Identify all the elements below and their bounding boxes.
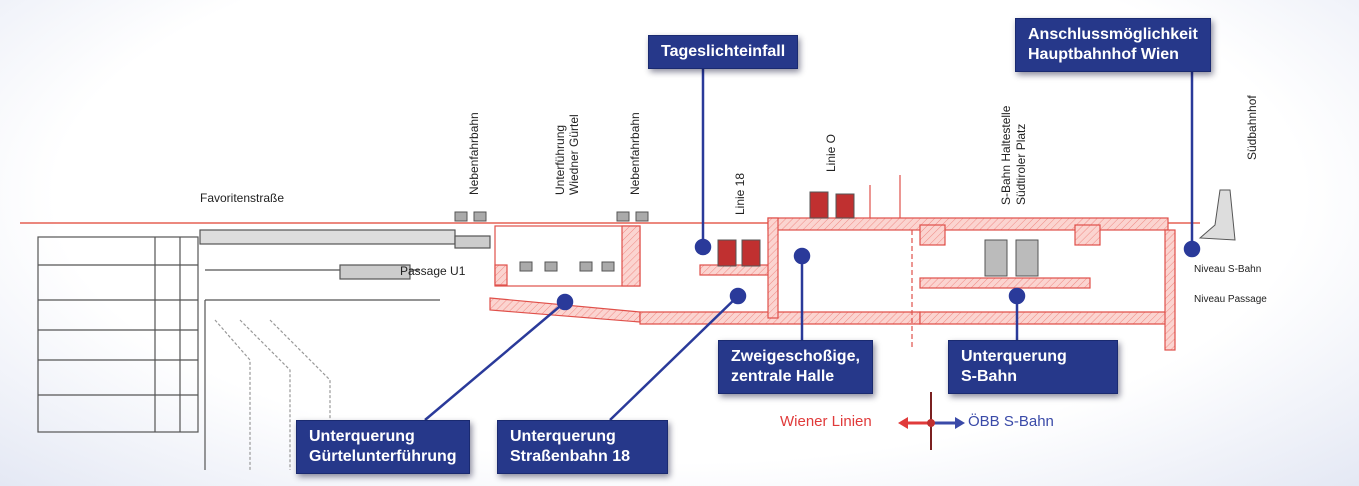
callout-text: S-Bahn [961,368,1017,385]
callout-text: Gürtelunterführung [309,448,457,465]
callout-text: Anschlussmöglichkeit [1028,26,1198,43]
label-niveau-sbahn: Niveau S-Bahn [1194,264,1261,275]
u1-station-structure [37,229,491,470]
callout-zentrale-halle: Zweigeschoßige, zentrale Halle [718,340,873,394]
callout-text: zentrale Halle [731,368,835,385]
label-niveau-passage: Niveau Passage [1194,294,1267,305]
suedbahnhof-wall [1198,189,1236,241]
label-sbahn-haltestelle-1: S-Bahn Haltestelle [999,105,1013,205]
label-linie-o: Linie O [824,134,838,172]
label-unterfuehrung-2: Wiedner Gürtel [567,114,581,195]
label-suedbahnhof: Südbahnhof [1245,95,1259,160]
label-unterfuehrung-1: Unterführung [553,125,567,195]
label-favoritenstrasse: Favoritenstraße [200,191,284,205]
callout-text: Straßenbahn 18 [510,448,631,465]
callout-text: Unterquerung [961,348,1067,365]
callout-text: Hauptbahnhof Wien [1028,46,1179,63]
callout-text: Unterquerung [510,428,616,445]
legend-oebb-sbahn: ÖBB S-Bahn [968,413,1054,430]
callout-text: Zweigeschoßige, [731,348,860,365]
vehicles [454,191,1039,277]
label-linie-18: Linie 18 [733,173,747,215]
callout-leaders [424,68,1201,421]
new-passage-structure [489,175,1176,351]
callout-tageslichteinfall: Tageslichteinfall [648,35,799,69]
label-passage-u1: Passage U1 [400,264,466,278]
callout-text: Unterquerung [309,428,415,445]
legend-wiener-linien: Wiener Linien [780,413,872,430]
label-nebenfahrbahn-1: Nebenfahrbahn [467,112,481,195]
label-nebenfahrbahn-2: Nebenfahrbahn [628,112,642,195]
callout-text: Tageslichteinfall [661,43,786,60]
legend-arrows [898,392,965,450]
label-sbahn-haltestelle-2: Südtiroler Platz [1014,124,1028,205]
